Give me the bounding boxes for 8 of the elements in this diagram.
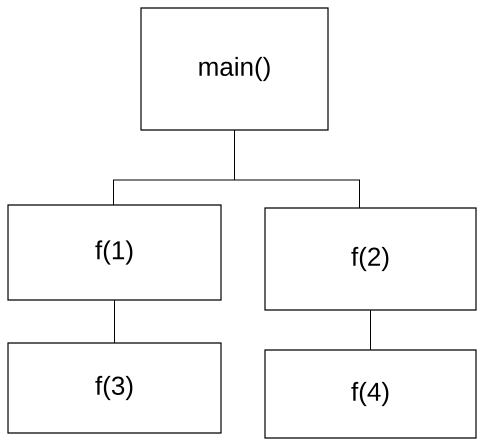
function-box: main() <box>140 7 329 131</box>
function-box: f(4) <box>264 349 477 439</box>
connector-line <box>370 310 371 350</box>
function-box: f(2) <box>264 207 477 311</box>
function-box: f(3) <box>7 342 222 434</box>
connector-line <box>114 300 115 343</box>
connector-line <box>234 130 360 208</box>
function-box: f(1) <box>7 204 222 301</box>
